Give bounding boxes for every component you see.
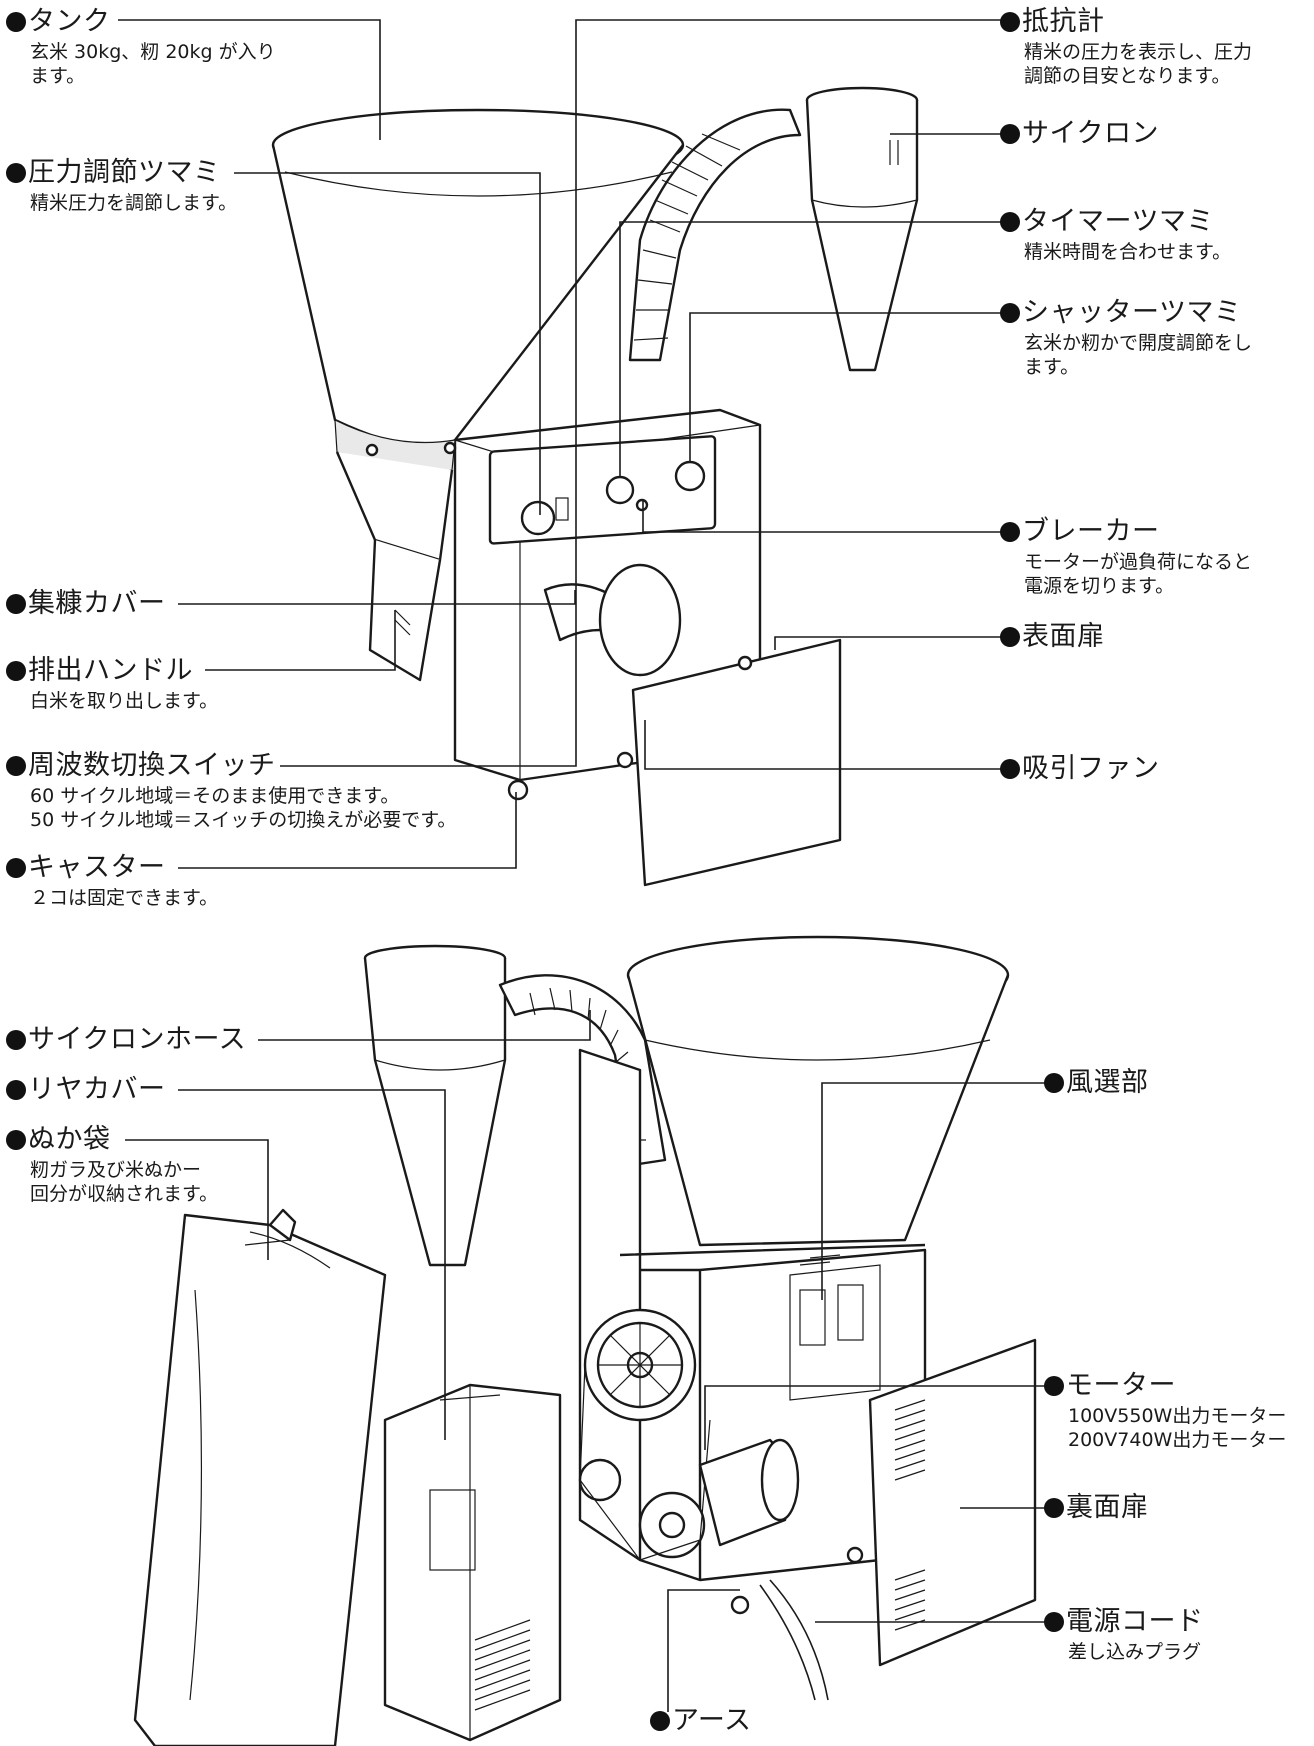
label-title: 表面扉 xyxy=(1022,621,1105,652)
bullet-icon xyxy=(650,1711,670,1731)
label-desc: 籾ガラ及び米ぬかー xyxy=(30,1158,202,1181)
label-rear-cover: リヤカバー xyxy=(6,1073,166,1107)
label-caster: キャスター ２コは固定できます。 xyxy=(6,851,218,911)
label-desc: 差し込みプラグ xyxy=(1068,1640,1202,1663)
label-title: 排出ハンドル xyxy=(28,655,193,686)
label-suction-fan: 吸引ファン xyxy=(1000,752,1160,786)
bullet-icon xyxy=(6,1130,26,1150)
label-wind-sorter: 風選部 xyxy=(1044,1066,1149,1100)
label-title: キャスター xyxy=(28,852,166,883)
label-desc: 精米圧力を調節します。 xyxy=(30,191,238,214)
label-title: ぬか袋 xyxy=(28,1124,111,1155)
label-desc: ２コは固定できます。 xyxy=(30,886,219,909)
label-title: 抵抗計 xyxy=(1022,6,1105,37)
label-tank: タンク 玄米 30kg、籾 20kg が入り ます。 xyxy=(6,5,276,88)
label-desc: 60 サイクル地域＝そのまま使用できます。 xyxy=(30,784,400,807)
bullet-icon xyxy=(6,163,26,183)
label-title: 電源コード xyxy=(1066,1606,1204,1637)
label-desc: 玄米か籾かで開度調節をし xyxy=(1024,331,1253,354)
rear-view-machine xyxy=(133,935,1037,1746)
label-title: タイマーツマミ xyxy=(1022,206,1214,237)
label-title: 吸引ファン xyxy=(1022,753,1160,784)
label-desc: 玄米 30kg、籾 20kg が入り xyxy=(30,40,276,63)
bullet-icon xyxy=(1044,1376,1064,1396)
label-title: 風選部 xyxy=(1066,1067,1149,1098)
label-title: 集糠カバー xyxy=(28,588,166,619)
label-discharge-handle: 排出ハンドル 白米を取り出します。 xyxy=(6,654,218,714)
bullet-icon xyxy=(1000,212,1020,232)
label-desc: 精米時間を合わせます。 xyxy=(1024,240,1232,263)
label-cyclone: サイクロン xyxy=(1000,117,1159,151)
bullet-icon xyxy=(6,858,26,878)
bullet-icon xyxy=(6,756,26,776)
label-back-door: 裏面扉 xyxy=(1044,1491,1149,1525)
label-cyclone-hose: サイクロンホース xyxy=(6,1023,246,1057)
leader-lines xyxy=(118,19,1048,1712)
bullet-icon xyxy=(1000,12,1020,32)
label-desc: モーターが過負荷になると xyxy=(1024,550,1253,573)
label-frequency-switch: 周波数切換スイッチ 60 サイクル地域＝そのまま使用できます。 50 サイクル地… xyxy=(6,749,456,832)
label-bran-cover: 集糠カバー xyxy=(6,587,166,621)
label-motor: モーター 100V550W出力モーター 200V740W出力モーター xyxy=(1044,1369,1286,1452)
label-desc: 白米を取り出します。 xyxy=(30,689,219,712)
bullet-icon xyxy=(1000,627,1020,647)
label-front-door: 表面扉 xyxy=(1000,620,1105,654)
bullet-icon xyxy=(6,1080,26,1100)
label-title: サイクロン xyxy=(1022,118,1159,149)
bullet-icon xyxy=(1044,1073,1064,1093)
label-title: サイクロンホース xyxy=(28,1024,247,1055)
label-title: タンク xyxy=(28,6,111,37)
label-desc: 電源を切ります。 xyxy=(1024,574,1175,597)
front-view-machine xyxy=(271,86,919,887)
bullet-icon xyxy=(1000,759,1020,779)
label-title: アース xyxy=(672,1705,752,1736)
bullet-icon xyxy=(6,594,26,614)
label-breaker: ブレーカー モーターが過負荷になると 電源を切ります。 xyxy=(1000,515,1252,598)
label-title: ブレーカー xyxy=(1022,516,1160,547)
label-resistance-meter: 抵抗計 精米の圧力を表示し、圧力 調節の目安となります。 xyxy=(1000,5,1252,88)
label-desc: 100V550W出力モーター xyxy=(1068,1404,1287,1427)
label-timer-knob: タイマーツマミ 精米時間を合わせます。 xyxy=(1000,205,1231,265)
label-desc: 50 サイクル地域＝スイッチの切換えが必要です。 xyxy=(30,808,457,831)
bullet-icon xyxy=(6,1030,26,1050)
label-title: 圧力調節ツマミ xyxy=(28,157,221,188)
label-title: モーター xyxy=(1066,1370,1176,1401)
label-pressure-knob: 圧力調節ツマミ 精米圧力を調節します。 xyxy=(6,156,237,216)
label-shutter-knob: シャッターツマミ 玄米か籾かで開度調節をし ます。 xyxy=(1000,296,1252,379)
label-desc: 調節の目安となります。 xyxy=(1024,64,1231,87)
label-title: リヤカバー xyxy=(28,1074,166,1105)
label-title: 裏面扉 xyxy=(1066,1492,1149,1523)
bullet-icon xyxy=(6,12,26,32)
label-desc: 200V740W出力モーター xyxy=(1068,1428,1287,1451)
label-desc: 精米の圧力を表示し、圧力 xyxy=(1024,40,1253,63)
bullet-icon xyxy=(1000,522,1020,542)
label-power-cord: 電源コード 差し込みプラグ xyxy=(1044,1605,1204,1665)
bullet-icon xyxy=(1000,303,1020,323)
label-desc: ます。 xyxy=(30,64,86,87)
label-ground: アース xyxy=(650,1704,752,1738)
bullet-icon xyxy=(1000,124,1020,144)
label-title: シャッターツマミ xyxy=(1022,297,1242,328)
bullet-icon xyxy=(6,661,26,681)
label-title: 周波数切換スイッチ xyxy=(28,750,276,781)
label-desc: ます。 xyxy=(1024,355,1080,378)
label-desc: 回分が収納されます。 xyxy=(30,1182,219,1205)
bullet-icon xyxy=(1044,1612,1064,1632)
label-bran-bag: ぬか袋 籾ガラ及び米ぬかー 回分が収納されます。 xyxy=(6,1123,218,1206)
bullet-icon xyxy=(1044,1498,1064,1518)
